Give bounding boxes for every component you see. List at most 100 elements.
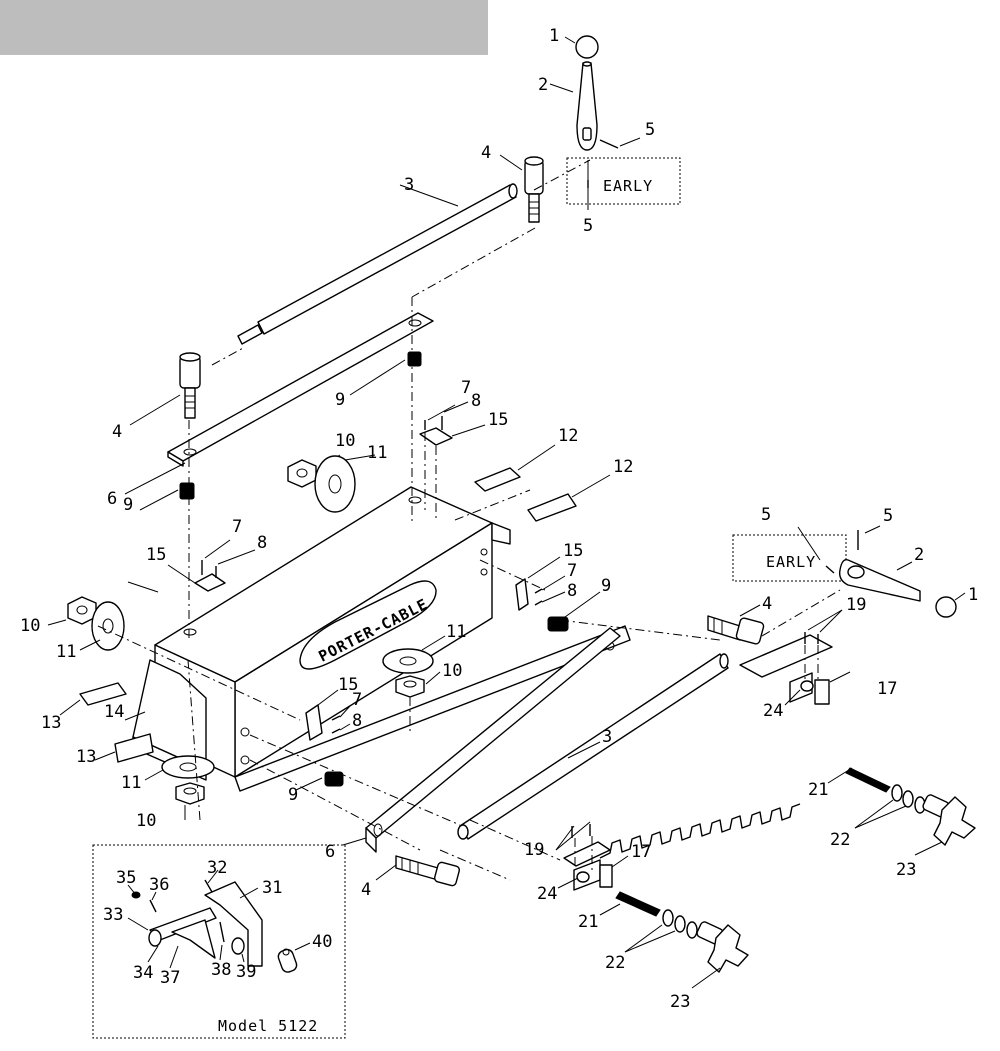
callout-34: 34 <box>133 963 153 983</box>
callout-4-left: 4 <box>112 422 122 442</box>
callout-6-bottom: 6 <box>325 842 335 862</box>
callout-15-right: 15 <box>563 541 583 561</box>
callout-21-lower: 21 <box>578 912 598 932</box>
inset-bushing <box>231 937 245 955</box>
spring-front <box>295 771 344 791</box>
callout-13-lower: 13 <box>76 747 96 767</box>
callout-5-right-a: 5 <box>761 505 771 525</box>
callout-11-top: 11 <box>367 443 387 463</box>
pivot-bolt-top <box>499 154 544 223</box>
callout-7-right: 7 <box>567 561 577 581</box>
inset-spacer <box>277 948 298 973</box>
callout-15-top: 15 <box>488 410 508 430</box>
callout-9-top: 9 <box>335 390 345 410</box>
pivot-bolt-right <box>707 604 765 645</box>
callout-4-top: 4 <box>481 143 491 163</box>
leader-14 <box>124 711 146 721</box>
callout-1-right: 1 <box>968 585 978 605</box>
callout-33: 33 <box>103 905 123 925</box>
pad-upper <box>474 444 556 492</box>
ball-knob-right <box>935 592 966 618</box>
callout-4-bottom: 4 <box>361 880 371 900</box>
callout-17-upper: 17 <box>877 679 897 699</box>
early-label-right: EARLY <box>766 553 816 571</box>
callout-7-top: 7 <box>461 378 471 398</box>
washers-lower <box>624 909 698 953</box>
callout-2-top: 2 <box>538 75 548 95</box>
handle-top <box>549 61 598 151</box>
tension-spring <box>599 803 801 859</box>
callout-3-top: 3 <box>404 175 414 195</box>
leader-15-left <box>127 581 159 593</box>
washer-bottom <box>144 755 215 781</box>
spring-top <box>349 351 422 396</box>
callout-23-upper: 23 <box>896 860 916 880</box>
header-band <box>0 0 488 55</box>
callout-3-bottom: 3 <box>602 727 612 747</box>
callout-32: 32 <box>207 858 227 878</box>
callout-36: 36 <box>149 875 169 895</box>
callout-7-left: 7 <box>232 517 242 537</box>
callout-6-top: 6 <box>107 489 117 509</box>
callout-21-upper: 21 <box>808 780 828 800</box>
adjust-rod-lower <box>599 891 661 917</box>
callout-35: 35 <box>116 868 136 888</box>
callout-11-center: 11 <box>446 622 466 642</box>
star-knob-lower <box>691 921 749 989</box>
nut-center <box>395 671 441 698</box>
callout-9-front: 9 <box>288 785 298 805</box>
spring-left <box>139 482 195 511</box>
nut-left <box>47 596 97 626</box>
callout-19-lower: 19 <box>524 840 544 860</box>
pad-13-upper <box>59 682 127 716</box>
callout-31: 31 <box>262 878 282 898</box>
callout-12-upper: 12 <box>558 426 578 446</box>
callout-9-right: 9 <box>601 576 611 596</box>
callout-2-right: 2 <box>914 545 924 565</box>
callout-40: 40 <box>312 932 332 952</box>
callout-39: 39 <box>236 962 256 982</box>
callout-8-top: 8 <box>471 391 481 411</box>
callout-8-left: 8 <box>257 533 267 553</box>
ball-knob-top <box>564 35 599 59</box>
callout-8-front: 8 <box>352 711 362 731</box>
callout-7-front: 7 <box>352 690 362 710</box>
rod-bottom <box>457 653 729 840</box>
early-box-top <box>566 157 681 205</box>
assembly-centerlines <box>97 159 841 881</box>
callout-5-right-b: 5 <box>883 506 893 526</box>
callout-8-right: 8 <box>567 581 577 601</box>
callout-12-lower: 12 <box>613 457 633 477</box>
inset-bracket <box>204 881 263 967</box>
model-5122-inset <box>92 844 346 1039</box>
link-plate-bottom <box>342 627 621 853</box>
spring-bracket-upper <box>739 609 851 705</box>
callout-10-center: 10 <box>442 661 462 681</box>
callout-11-bottom: 11 <box>121 773 141 793</box>
callout-14: 14 <box>104 702 124 722</box>
inset-pivot <box>148 929 162 947</box>
callout-10-left: 10 <box>20 616 40 636</box>
leader-24-lower <box>557 877 579 889</box>
callout-22-upper: 22 <box>830 830 850 850</box>
leader-24-upper <box>784 689 801 706</box>
callout-13-upper: 13 <box>41 713 61 733</box>
rod-top <box>237 183 518 345</box>
link-plate-top <box>124 312 434 495</box>
washer-left <box>79 601 125 651</box>
pin-right <box>797 525 881 574</box>
base-frame <box>132 486 631 792</box>
bracket-right <box>515 556 566 611</box>
early-box-right <box>732 534 847 582</box>
pivot-bolt-bottom <box>375 855 461 887</box>
callout-5-early: 5 <box>583 216 593 236</box>
callout-19-upper: 19 <box>846 595 866 615</box>
washer-center <box>382 635 446 674</box>
pad-13-lower <box>94 733 154 763</box>
washers-upper <box>854 784 926 829</box>
callout-numbers: 1 2 3 4 5 5 4 9 6 9 7 8 15 12 12 10 11 7… <box>20 26 978 1012</box>
callout-10-top: 10 <box>335 431 355 451</box>
callout-23-lower: 23 <box>670 992 690 1012</box>
